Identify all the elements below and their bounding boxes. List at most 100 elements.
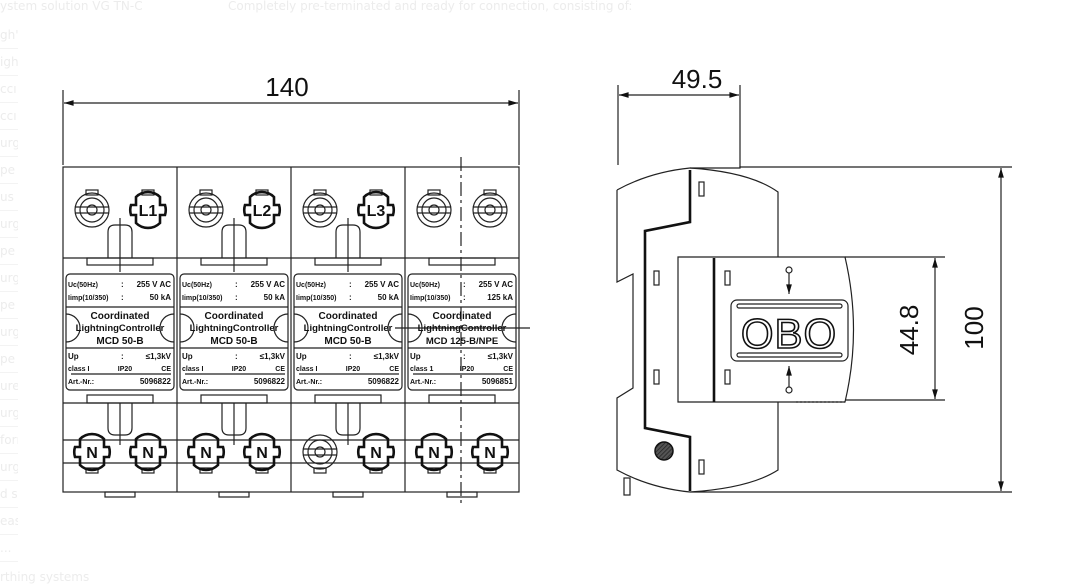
up-value: ≤1,3kV [374, 352, 400, 361]
art-number: 5096822 [140, 377, 172, 386]
background-fragment: ... [0, 535, 18, 562]
dimension-width-140: 140 [62, 72, 520, 165]
up-label: Up [68, 352, 79, 361]
up-label: Up [410, 352, 421, 361]
model-name: MCD 125-B/NPE [426, 336, 498, 347]
colon: : [121, 280, 124, 289]
terminal-n: N [242, 432, 282, 474]
background-fragment: pe [0, 292, 18, 319]
dimension-label-panel-height: 44.8 [894, 305, 924, 356]
background-fragment: urg [0, 265, 18, 292]
terminal-l1: L1 [128, 189, 168, 230]
background-fragment: ccı [0, 103, 18, 130]
dimension-label-width: 140 [265, 72, 308, 102]
art-label: Art.-Nr.: [182, 379, 208, 386]
background-text-description: Completely pre-terminated and ready for … [228, 0, 633, 13]
background-fragment: pe [0, 238, 18, 265]
terminal-n: N [128, 432, 168, 474]
terminal-label: N [86, 445, 98, 462]
model-name: MCD 50-B [210, 336, 257, 347]
background-fragment: pe [0, 157, 18, 184]
ip-rating: IP20 [232, 366, 247, 373]
ip-rating: IP20 [346, 366, 361, 373]
colon: : [121, 293, 124, 302]
class-value: class I [296, 366, 317, 373]
background-fragment: ure [0, 373, 18, 400]
terminal-label: N [200, 445, 212, 462]
background-fragment: pe [0, 346, 18, 373]
obo-logo-text: OBO [741, 310, 837, 357]
up-value: ≤1,3kV [146, 352, 172, 361]
terminal-n: N [186, 432, 226, 474]
front-view: L1N N Uc(50Hz): 255 V AC Iimp(10/350): 50 kA C… [62, 157, 530, 505]
screw-terminal-icon [472, 189, 508, 228]
colon: : [463, 280, 466, 289]
label-line2: LightningController [76, 323, 165, 334]
background-fragment: ccı [0, 76, 18, 103]
ce-mark: CE [503, 366, 513, 373]
uc-label: Uc(50Hz) [68, 282, 98, 289]
colon: : [235, 280, 238, 289]
colon: : [463, 352, 466, 361]
background-fragment: urg [0, 319, 18, 346]
terminal-n: N [414, 432, 454, 474]
ip-rating: IP20 [460, 366, 475, 373]
dimension-label-depth: 49.5 [672, 64, 723, 94]
terminal-n: N [72, 432, 112, 474]
class-value: class I [182, 366, 203, 373]
label-line1: Coordinated [433, 311, 492, 322]
background-text-bottom: rthing systems [0, 570, 90, 584]
terminal-label: N [142, 445, 154, 462]
screw-terminal-icon [416, 189, 452, 228]
up-value: ≤1,3kV [488, 352, 514, 361]
terminal-n: N [470, 432, 510, 474]
screw-terminal-icon [188, 189, 224, 228]
art-number: 5096822 [368, 377, 400, 386]
label-line2: LightningController [190, 323, 279, 334]
screw-terminal-icon [74, 189, 110, 228]
uc-label: Uc(50Hz) [296, 282, 326, 289]
label-line1: Coordinated [319, 311, 378, 322]
art-number: 5096851 [482, 377, 514, 386]
uc-value: 255 V AC [137, 280, 172, 289]
background-fragment: forı [0, 427, 18, 454]
uc-label: Uc(50Hz) [410, 282, 440, 289]
ce-mark: CE [275, 366, 285, 373]
iimp-label: Iimp(10/350) [68, 295, 108, 302]
terminal-label: L3 [367, 203, 386, 220]
label-line2: LightningController [304, 323, 393, 334]
colon: : [349, 293, 352, 302]
model-name: MCD 50-B [96, 336, 143, 347]
colon: : [349, 280, 352, 289]
dimension-height-44-8: 44.8 [845, 256, 945, 401]
terminal-label: N [428, 445, 440, 462]
uc-value: 255 V AC [479, 280, 514, 289]
iimp-value: 50 kA [264, 293, 286, 302]
background-fragment: d s [0, 481, 18, 508]
ip-rating: IP20 [118, 366, 133, 373]
model-name: MCD 50-B [324, 336, 371, 347]
iimp-label: Iimp(10/350) [182, 295, 222, 302]
terminal-label: N [484, 445, 496, 462]
label-line1: Coordinated [91, 311, 150, 322]
uc-value: 255 V AC [365, 280, 400, 289]
uc-value: 255 V AC [251, 280, 286, 289]
art-label: Art.-Nr.: [68, 379, 94, 386]
dimension-depth-49-5: 49.5 [617, 64, 741, 168]
screw-icon [654, 441, 674, 461]
background-text-title: ystem solution VG TN-C [0, 0, 143, 13]
terminal-label: N [370, 445, 382, 462]
iimp-label: Iimp(10/350) [296, 295, 336, 302]
background-fragment: urg [0, 130, 18, 157]
screw-terminal-icon [302, 189, 338, 228]
art-number: 5096822 [254, 377, 286, 386]
up-value: ≤1,3kV [260, 352, 286, 361]
